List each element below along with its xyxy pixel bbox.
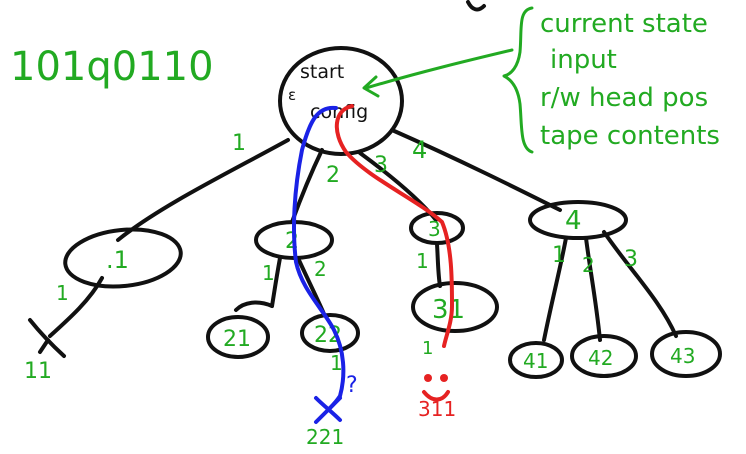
edge-root-4 — [390, 128, 562, 212]
blue-x-stroke-b — [314, 396, 342, 424]
note-item-current-state: current state — [540, 9, 708, 39]
note-item-tape-contents: tape contents — [540, 121, 720, 151]
edge-4-42 — [584, 236, 602, 342]
edge-1-11 — [48, 276, 104, 338]
question-mark: ? — [346, 373, 358, 398]
reject-cross-b — [38, 338, 50, 354]
node-3-label: 3 — [428, 217, 441, 241]
note-item-input: input — [550, 45, 617, 75]
branch-label-1-11: 1 — [56, 281, 69, 305]
edge-2-21-hook — [234, 300, 274, 312]
node-4-label: 4 — [565, 206, 582, 236]
node-4 — [528, 200, 628, 240]
root-label-start: start — [300, 61, 344, 83]
leaf-311-label: 311 — [418, 397, 456, 421]
branch-label-3-31: 1 — [416, 249, 429, 273]
cutoff-stroke — [466, 0, 486, 12]
note-arrow — [364, 48, 514, 90]
branch-label-2-21: 1 — [262, 261, 275, 285]
edge-root-1 — [116, 138, 290, 242]
tape-string: 101q0110 — [10, 44, 214, 90]
smiley-eye-left — [424, 374, 432, 382]
branch-label-4-43: 3 — [624, 247, 638, 272]
node-41-label: 41 — [523, 349, 548, 373]
branch-label-4-41: 1 — [552, 243, 566, 268]
edge-2-21-stem — [270, 256, 282, 308]
branch-label-root-1: 1 — [232, 131, 246, 156]
node-43-label: 43 — [670, 344, 695, 368]
leaf-221-label: 221 — [306, 425, 344, 449]
root-epsilon: ε — [288, 86, 296, 104]
branch-label-31-311: 1 — [422, 338, 433, 359]
node-22 — [300, 313, 360, 353]
node-42 — [570, 334, 638, 378]
branch-label-22-221: 1 — [330, 351, 343, 375]
red-path — [334, 104, 454, 348]
reject-cross-a — [28, 318, 66, 358]
edge-4-41 — [542, 236, 568, 342]
note-arrow-head — [362, 75, 380, 98]
branch-label-root-2: 2 — [326, 163, 340, 188]
branch-label-root-4: 4 — [412, 136, 427, 164]
note-item-head-pos: r/w head pos — [540, 83, 708, 113]
branch-label-root-3: 3 — [374, 153, 388, 178]
node-1 — [63, 227, 183, 289]
node-43 — [650, 330, 722, 378]
root-node — [278, 46, 404, 156]
node-1-label: .1 — [106, 246, 129, 274]
node-41 — [508, 341, 564, 379]
node-31 — [411, 281, 499, 333]
note-brace — [502, 6, 534, 154]
edge-3-31 — [435, 242, 442, 288]
branch-label-2-22: 2 — [314, 257, 327, 281]
leaf-11-label: 11 — [24, 359, 52, 384]
node-21-label: 21 — [223, 327, 251, 352]
edge-4-43 — [602, 230, 678, 338]
node-42-label: 42 — [588, 346, 613, 370]
smiley-eye-right — [440, 374, 448, 382]
node-21 — [206, 315, 270, 359]
branch-label-4-42: 2 — [582, 253, 595, 277]
smiley-mouth — [422, 390, 450, 402]
